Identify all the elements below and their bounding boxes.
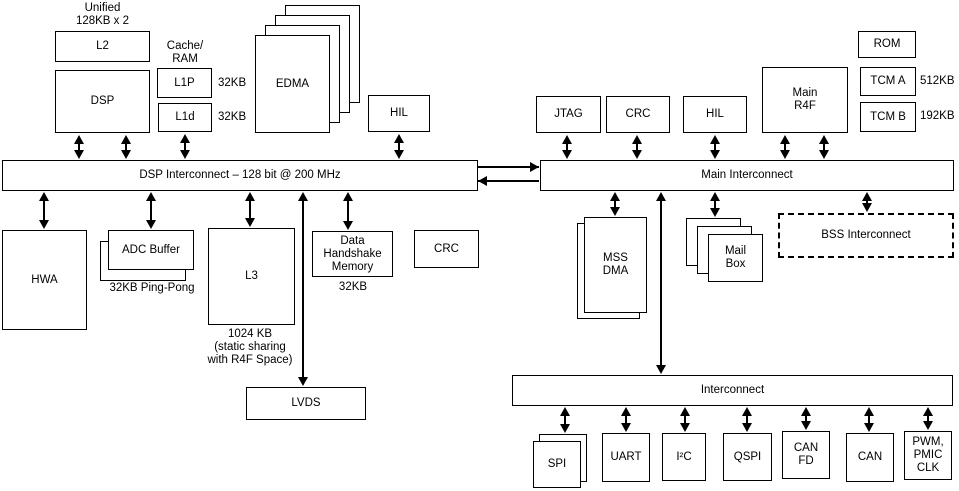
arrow-l1d-to-dsp-interconnect [180, 134, 190, 159]
l3-box: L3 [208, 228, 295, 325]
bss-interconnect-box: BSS Interconnect [778, 213, 954, 258]
i2c-box: I²C [662, 433, 706, 481]
mail-box-box: Mail Box [708, 234, 763, 282]
spi-box: SPI [533, 441, 581, 488]
l1p-size-label: 32KB [218, 77, 247, 89]
arrow-dsp-interconnect-to-hwa [39, 192, 49, 229]
arrow-main-interconnect-to-bss-interconnect [862, 192, 872, 212]
arrow-main-interconnect-to-mail-box [710, 192, 720, 217]
l2-caption: Unified 128KB x 2 [75, 2, 130, 27]
adc-buffer-size-label: 32KB Ping-Pong [109, 282, 195, 294]
tcm-a-box: TCM A [860, 67, 916, 96]
arrow-main-r4f-to-main-interconnect-1 [780, 135, 790, 159]
arrow-dsp-to-dsp-interconnect-1 [74, 135, 84, 159]
arrow-interconnect-to-qspi [742, 407, 752, 432]
dsp-box: DSP [55, 70, 150, 133]
uart-box: UART [602, 433, 650, 482]
peripheral-interconnect-bar: Interconnect [512, 375, 953, 406]
arrow-main-interconnect-to-peripheral-interconnect [656, 192, 666, 374]
rom-box: ROM [858, 31, 916, 58]
arrow-hil-to-dsp-interconnect [394, 134, 404, 159]
arrow-hil-to-main-interconnect [710, 135, 720, 159]
arrow-interconnect-to-pwm-pmic-clk [923, 407, 933, 430]
lvds-box: LVDS [246, 387, 366, 420]
arrow-interconnect-to-spi [560, 407, 570, 433]
dsp-interconnect-bar: DSP Interconnect – 128 bit @ 200 MHz [2, 160, 478, 191]
arrow-interconnect-to-can-fd [801, 407, 811, 430]
data-handshake-memory-box: Data Handshake Memory [312, 231, 393, 277]
arrow-dsp-interconnect-to-adc-buffer [146, 192, 156, 229]
tcm-a-size-label: 512KB [920, 75, 955, 87]
can-fd-box: CAN FD [782, 431, 830, 479]
l3-size-label: 1024 KB (static sharing with R4F Space) [207, 328, 293, 366]
qspi-box: QSPI [723, 433, 772, 481]
l2-box: L2 [55, 31, 150, 62]
tcm-b-box: TCM B [860, 102, 916, 132]
edma-box: EDMA [255, 35, 330, 133]
arrow-interconnect-to-i2c [680, 407, 690, 432]
arrow-interconnect-to-can [864, 407, 874, 432]
jtag-box: JTAG [536, 96, 601, 133]
arrow-jtag-to-main-interconnect [562, 135, 572, 159]
arrow-dsp-interconnect-to-data-handshake [343, 192, 353, 230]
l1p-box: L1P [157, 68, 212, 98]
pwm-pmic-clk-box: PWM, PMIC CLK [904, 431, 952, 480]
l1d-box: L1d [158, 103, 212, 132]
adc-buffer-box: ADC Buffer [108, 230, 194, 270]
hil-main-box: HIL [683, 96, 747, 133]
data-handshake-size-label: 32KB [338, 281, 368, 293]
arrow-dsp-interconnect-to-l3 [245, 192, 255, 227]
tcm-b-size-label: 192KB [920, 110, 955, 122]
main-interconnect-bar: Main Interconnect [540, 160, 954, 191]
hwa-box: HWA [2, 230, 87, 330]
l1d-size-label: 32KB [218, 111, 247, 123]
mss-dma-box: MSS DMA [584, 217, 647, 313]
crc-dsp-box: CRC [414, 230, 479, 268]
arrow-interconnect-to-uart [621, 407, 631, 432]
arrow-main-interconnect-to-mss-dma [610, 192, 620, 216]
crc-main-box: CRC [606, 96, 670, 133]
arrow-crc-to-main-interconnect [632, 135, 642, 159]
arrow-main-r4f-to-main-interconnect-2 [819, 135, 829, 159]
hil-dsp-box: HIL [368, 95, 430, 132]
cache-ram-caption: Cache/ RAM [166, 40, 204, 65]
arrow-dsp-interconnect-to-main-interconnect [478, 162, 539, 172]
main-r4f-box: Main R4F [762, 67, 848, 133]
arrow-main-interconnect-to-dsp-interconnect [478, 176, 539, 186]
arrow-dsp-to-dsp-interconnect-2 [121, 135, 131, 159]
can-box: CAN [846, 433, 894, 482]
arrow-dsp-interconnect-to-lvds [298, 192, 308, 386]
